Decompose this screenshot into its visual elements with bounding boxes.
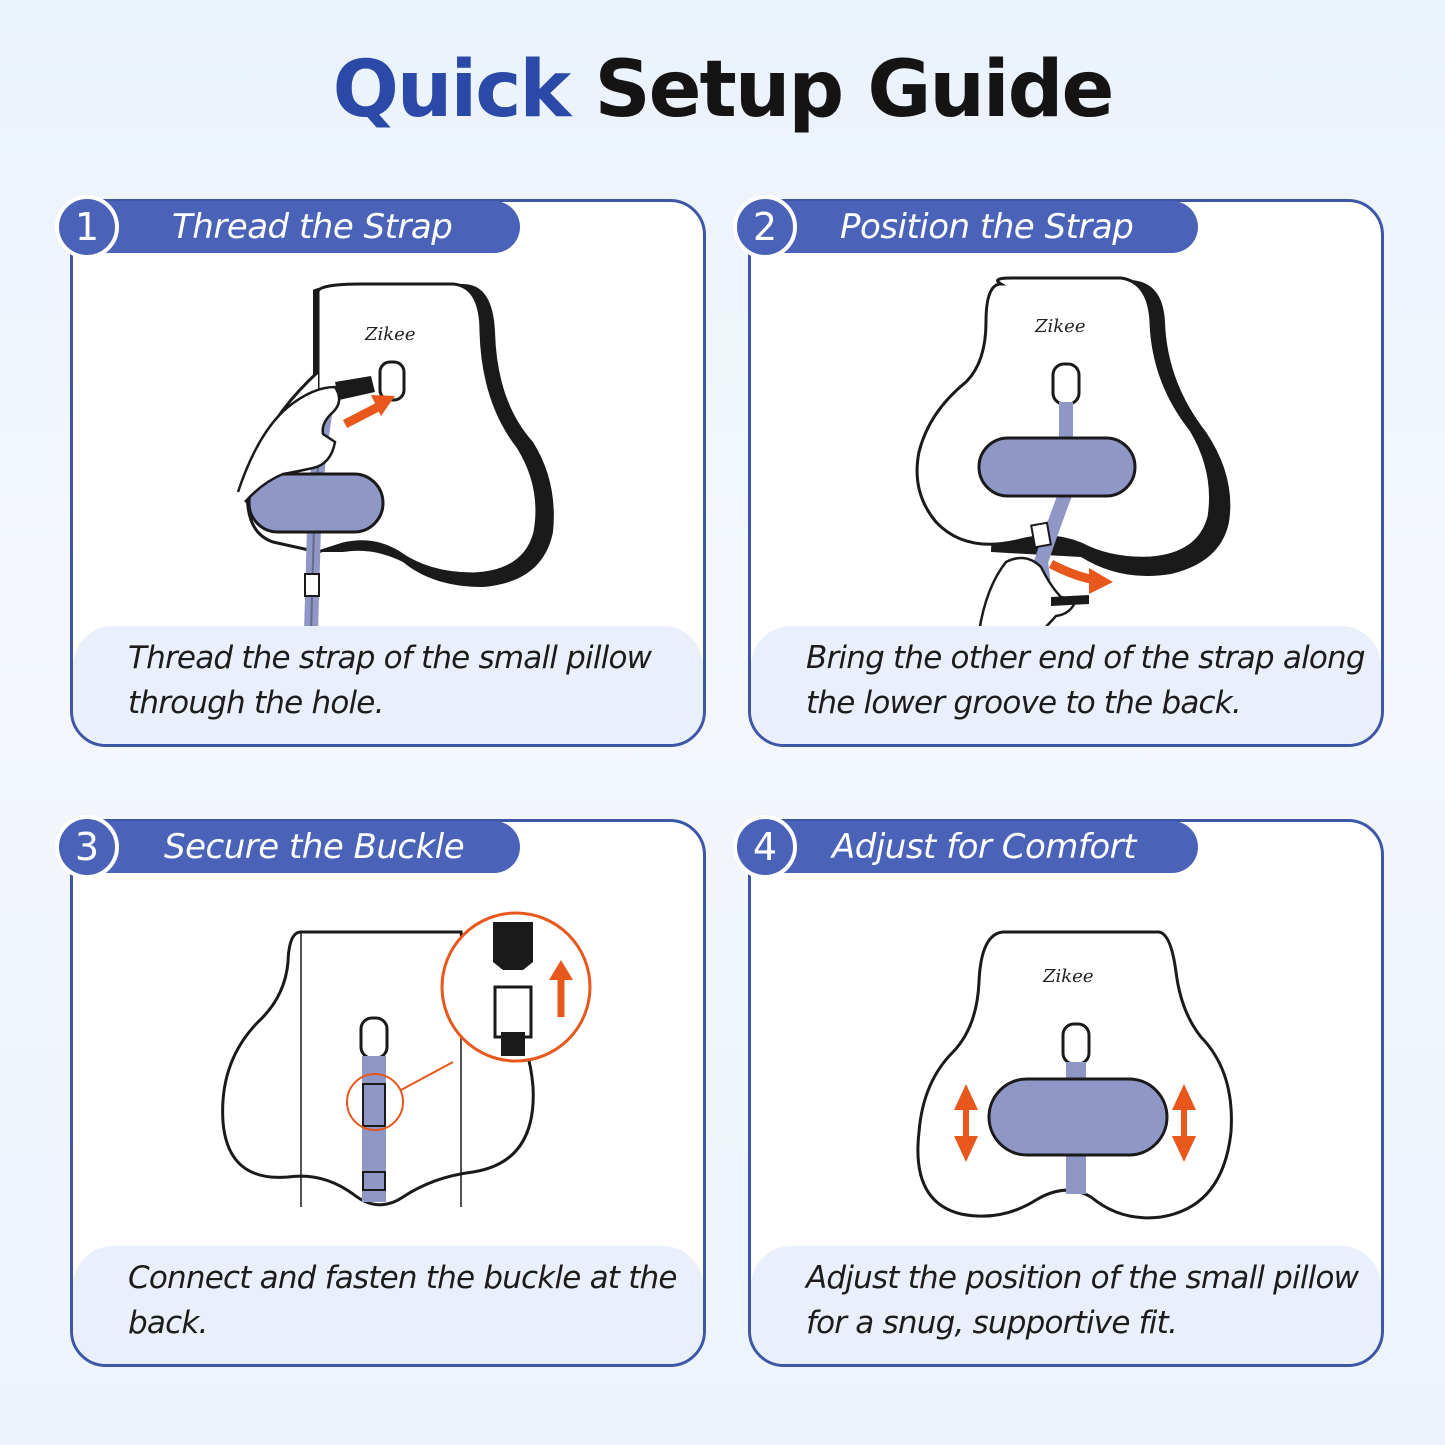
step-4-illustration: Zikee: [916, 930, 1233, 1220]
step-2-caption-line-2: the lower groove to the back.: [806, 685, 1242, 721]
step-4-heading: Adjust for Comfort: [758, 821, 1198, 873]
step-card-4: Zikee Adjust the position of the small p…: [748, 819, 1384, 1367]
arrow-icon: [342, 402, 381, 429]
step-4-number-badge: 4: [733, 815, 797, 879]
step-1-number-badge: 1: [55, 195, 119, 259]
buckle-icon: [493, 922, 533, 970]
strap-hole: [378, 360, 406, 402]
step-1-caption: Thread the strap of the small pillow thr…: [73, 626, 703, 744]
step-card-3: Connect and fasten the buckle at the bac…: [70, 819, 706, 1367]
strap-hole: [1061, 1022, 1091, 1066]
up-down-arrow-icon: [954, 1084, 978, 1162]
step-3-heading: Secure the Buckle: [80, 821, 520, 873]
step-2-caption-line-1: Bring the other end of the strap along: [806, 640, 1366, 676]
step-2-heading: Position the Strap: [758, 201, 1198, 253]
step-1-heading: Thread the Strap: [80, 201, 520, 253]
buckle-icon: [335, 376, 375, 400]
step-3-caption-line-1: Connect and fasten the buckle at the: [128, 1260, 677, 1296]
step-1-caption-line-1: Thread the strap of the small pillow: [128, 640, 652, 676]
brand-logo: Zikee: [364, 324, 415, 345]
buckle-icon: [362, 1083, 386, 1127]
step-card-1: Zikee Thread the strap of the small pill…: [70, 199, 706, 747]
step-3-caption-line-2: back.: [128, 1305, 208, 1341]
strap-hole: [1051, 362, 1081, 406]
small-pillow: [977, 436, 1137, 498]
title-word-setup-guide: Setup Guide: [594, 45, 1114, 135]
page-title: Quick Setup Guide: [0, 40, 1445, 140]
brand-logo: Zikee: [1042, 966, 1093, 987]
step-1-caption-line-2: through the hole.: [128, 685, 384, 721]
step-3-number-badge: 3: [55, 815, 119, 879]
step-3-caption: Connect and fasten the buckle at the bac…: [73, 1246, 703, 1364]
small-pillow: [247, 472, 385, 534]
up-down-arrow-icon: [1172, 1084, 1196, 1162]
step-3-illustration: [221, 911, 592, 1207]
step-2-illustration: Zikee: [915, 276, 1231, 633]
small-pillow: [987, 1077, 1169, 1157]
brand-logo: Zikee: [1034, 316, 1085, 337]
buckle-icon: [1051, 595, 1089, 606]
title-word-quick: Quick: [332, 45, 572, 135]
step-4-caption: Adjust the position of the small pillow …: [751, 1246, 1381, 1364]
hand-icon: [977, 556, 1078, 633]
step-2-number-badge: 2: [733, 195, 797, 259]
hand-icon: [236, 385, 341, 503]
step-4-caption-line-1: Adjust the position of the small pillow: [806, 1260, 1359, 1296]
strap-hole: [359, 1016, 389, 1060]
step-card-2: Zikee Bring the other end of the strap a…: [748, 199, 1384, 747]
step-4-caption-line-2: for a snug, supportive fit.: [806, 1305, 1178, 1341]
step-2-caption: Bring the other end of the strap along t…: [751, 626, 1381, 744]
step-1-illustration: Zikee: [236, 282, 554, 633]
